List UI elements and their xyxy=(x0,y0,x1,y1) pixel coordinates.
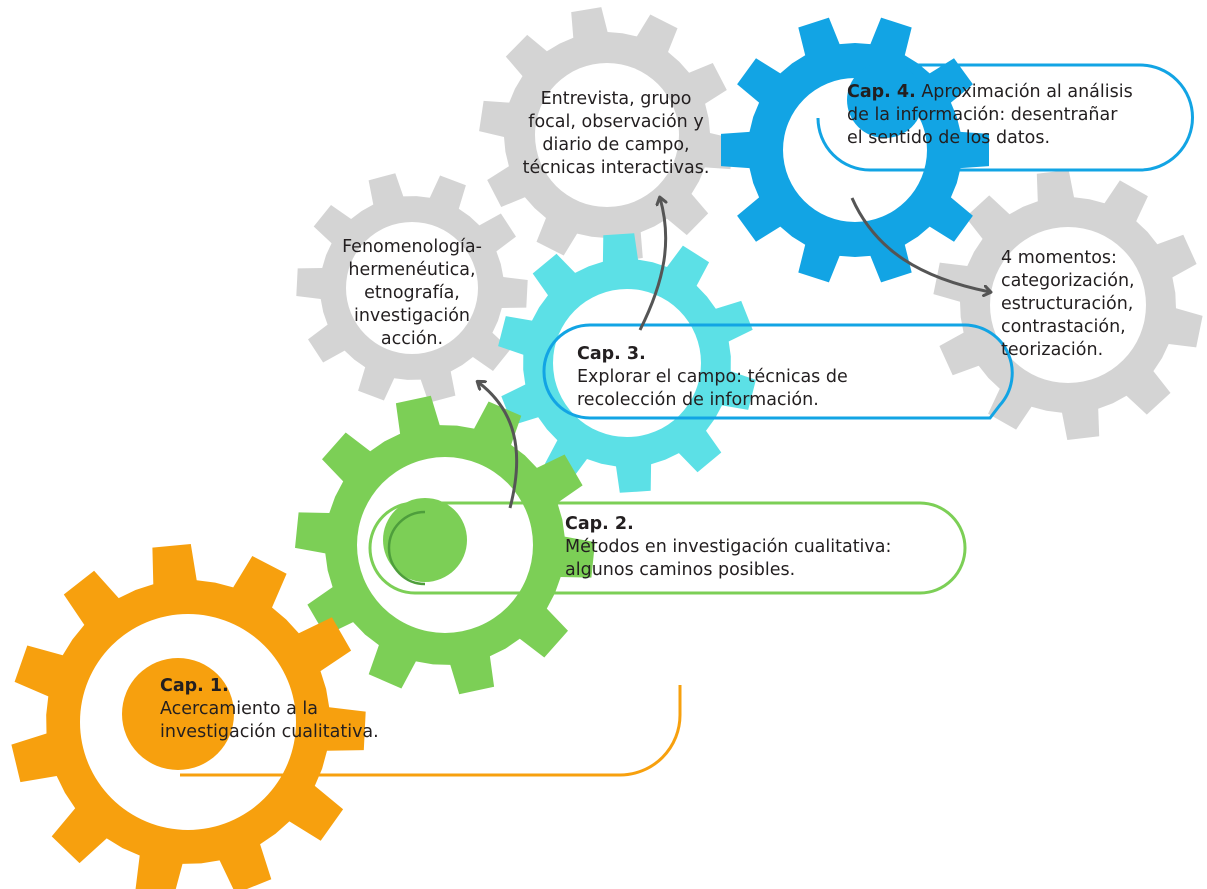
cap2-heading: Cap. 2. xyxy=(565,514,634,534)
moments-label: 4 momentos: categorización, estructuraci… xyxy=(1001,247,1135,362)
arrow-cap4-to-moments xyxy=(850,197,990,292)
cap4-line: el sentido de los datos. xyxy=(847,128,1051,148)
cap4-first-line: Cap. 4. Aproximación al análisis xyxy=(847,81,1133,104)
moments-line: 4 momentos: xyxy=(1001,248,1117,268)
cap4-heading: Cap. 4. xyxy=(847,82,916,102)
cap4-line: de la información: desentrañar xyxy=(847,105,1118,125)
methods-line: Fenomenología- xyxy=(342,237,482,257)
cap4-outline-pill xyxy=(816,63,1194,172)
blue-gear-dot xyxy=(847,62,923,138)
techniques-line: técnicas interactivas. xyxy=(522,158,710,178)
gear-cyan-body xyxy=(498,233,756,493)
cap3-line: Explorar el campo: técnicas de xyxy=(577,367,848,387)
methods-line: etnografía, xyxy=(364,283,460,303)
blue-gear-cap4 xyxy=(721,17,989,283)
cap3-line: recolección de información. xyxy=(577,390,819,410)
techniques-line: Entrevista, grupo xyxy=(540,89,692,109)
moments-line: estructuración, xyxy=(1001,294,1134,314)
gear-orange-body xyxy=(11,544,366,889)
arrow-cap3-to-techniques xyxy=(638,198,666,331)
cap4-line: Aproximación al análisis xyxy=(915,82,1133,102)
cap3-heading: Cap. 3. xyxy=(577,344,646,364)
gray-gear-techniques xyxy=(479,7,735,263)
cap2-inner-outline xyxy=(387,510,426,586)
moments-line: categorización, xyxy=(1001,271,1135,291)
cap1-outline-pill xyxy=(180,685,682,777)
cap1-line: Acercamiento a la xyxy=(160,699,318,719)
gear-moments-body xyxy=(933,170,1203,440)
methods-line: investigación xyxy=(353,306,471,326)
cyan-gear-cap3 xyxy=(498,233,756,493)
gear-methods-body xyxy=(296,173,528,403)
green-gear-cap2 xyxy=(295,395,595,695)
cap2-outline-pill xyxy=(368,501,967,595)
cap2-label: Cap. 2. Métodos en investigación cualita… xyxy=(565,513,891,582)
moments-line: teorización. xyxy=(1001,340,1104,360)
techniques-line: diario de campo, xyxy=(542,135,690,155)
cap1-label: Cap. 1. Acercamiento a la investigación … xyxy=(160,675,379,744)
orange-gear-dot xyxy=(122,658,234,770)
orange-gear-cap1 xyxy=(11,544,366,889)
gear-techniques-body xyxy=(479,7,735,263)
cap1-heading: Cap. 1. xyxy=(160,676,229,696)
moments-line: contrastación, xyxy=(1001,317,1126,337)
techniques-line: focal, observación y xyxy=(528,112,704,132)
techniques-label: Entrevista, grupo focal, observación y d… xyxy=(496,88,736,180)
cap1-line: investigación cualitativa. xyxy=(160,722,379,742)
arrow-cap2-to-methods xyxy=(478,382,519,509)
methods-line: acción. xyxy=(380,329,444,349)
cap2-line: Métodos en investigación cualitativa: xyxy=(565,537,892,557)
cap4-label: Cap. 4. Aproximación al análisis de la i… xyxy=(847,81,1133,150)
cap3-label: Cap. 3. Explorar el campo: técnicas de r… xyxy=(577,343,848,412)
cap2-line: algunos caminos posibles. xyxy=(565,560,796,580)
gear-blue-body xyxy=(721,17,989,283)
cap3-outline-pill xyxy=(542,323,1014,420)
methods-line: hermenéutica, xyxy=(348,260,476,280)
gray-gear-moments xyxy=(933,170,1203,440)
gray-gear-methods xyxy=(296,173,528,403)
methods-label: Fenomenología- hermenéutica, etnografía,… xyxy=(322,236,502,351)
gear-green-body xyxy=(295,395,595,695)
